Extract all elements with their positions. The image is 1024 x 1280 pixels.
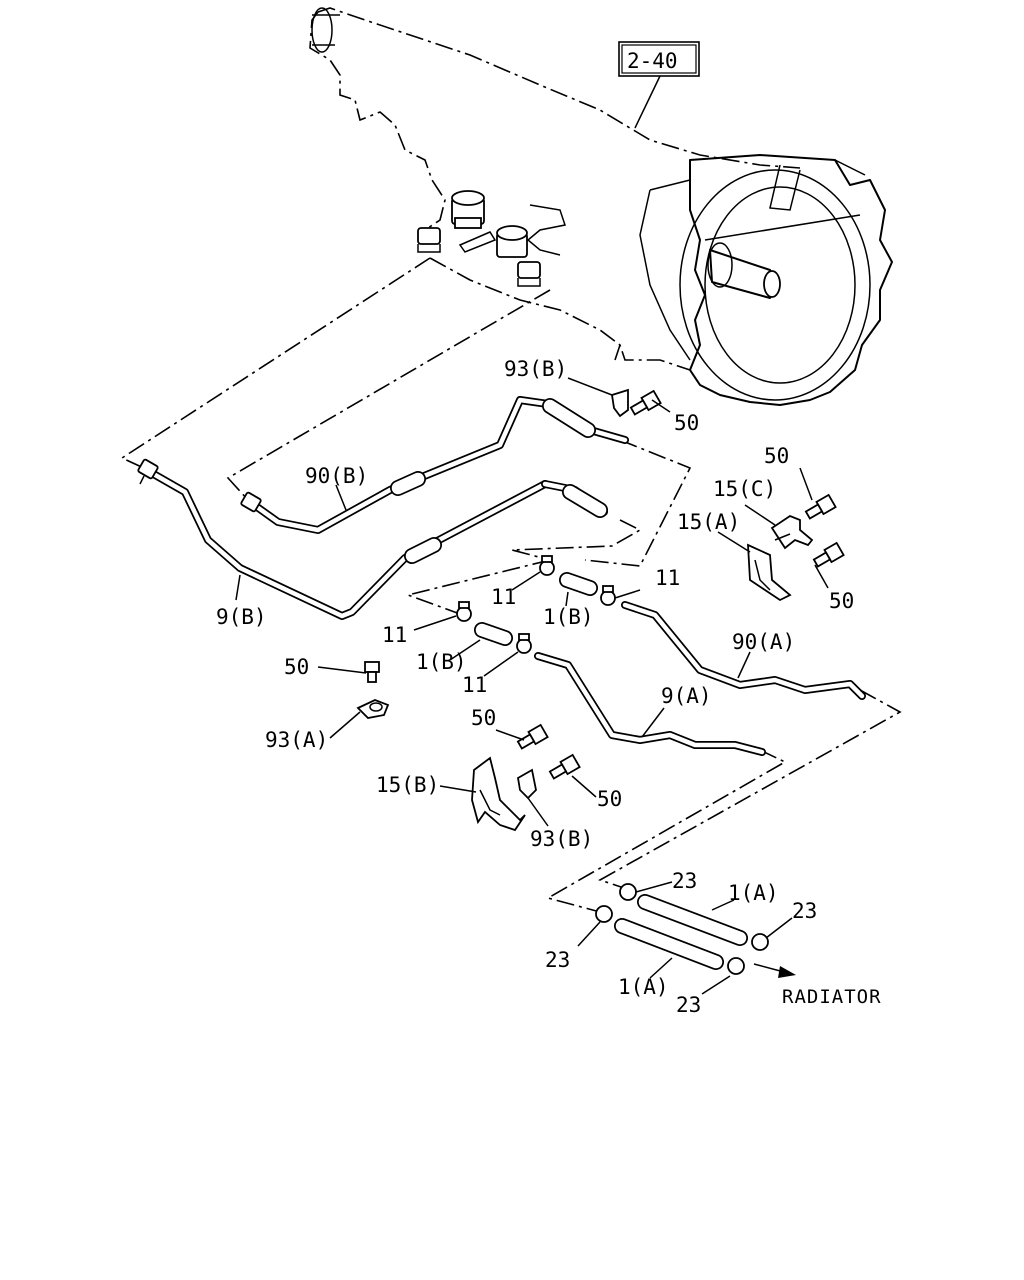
callout-15c: 15(C) xyxy=(713,477,776,501)
radiator-label: RADIATOR xyxy=(782,986,882,1008)
bracket-15c xyxy=(770,514,814,550)
hose-1a-upper xyxy=(637,894,748,946)
clamps-11 xyxy=(456,555,616,654)
callout-11-b: 11 xyxy=(655,566,680,590)
callout-15b: 15(B) xyxy=(376,773,439,797)
callout-50-d: 50 xyxy=(284,655,309,679)
callout-93b-top: 93(B) xyxy=(504,357,567,381)
transmission-assembly xyxy=(309,7,893,406)
callout-15a: 15(A) xyxy=(677,510,740,534)
callout-9a: 9(A) xyxy=(661,684,712,708)
callout-11-c: 11 xyxy=(382,623,407,647)
callout-50-a: 50 xyxy=(674,411,699,435)
callout-50-c: 50 xyxy=(829,589,854,613)
callout-50-f: 50 xyxy=(597,787,622,811)
pipe-90b xyxy=(240,396,629,534)
reference-box: 2-40 xyxy=(618,41,700,129)
callout-23-c: 23 xyxy=(545,948,570,972)
hose-1b-lower xyxy=(474,622,513,646)
callout-9b: 9(B) xyxy=(216,605,267,629)
callout-11-a: 11 xyxy=(491,585,516,609)
callout-1a-a: 1(A) xyxy=(728,881,779,905)
callout-leaders xyxy=(235,377,829,995)
arrow-to-radiator: RADIATOR xyxy=(753,963,882,1008)
callout-93a: 93(A) xyxy=(265,728,328,752)
callout-11-d: 11 xyxy=(462,673,487,697)
callout-23-b: 23 xyxy=(792,899,817,923)
clip-93b-bottom xyxy=(517,768,537,800)
callout-23-d: 23 xyxy=(676,993,701,1017)
callout-1a-b: 1(A) xyxy=(618,975,669,999)
callout-50-b: 50 xyxy=(764,444,789,468)
bracket-15b xyxy=(471,756,526,832)
callout-23-a: 23 xyxy=(672,869,697,893)
callout-1b-b: 1(B) xyxy=(416,650,467,674)
pipe-9b xyxy=(137,458,608,620)
bolts-50 xyxy=(364,389,845,780)
clip-93a xyxy=(356,699,390,719)
reference-box-label: 2-40 xyxy=(627,49,678,73)
bracket-15a xyxy=(747,543,792,602)
callout-labels: 93(B) 50 90(B) 50 15(C) 15(A) 50 11 1(B)… xyxy=(216,357,854,1017)
clip-93b-top xyxy=(610,388,629,418)
callout-93b-bottom: 93(B) xyxy=(530,827,593,851)
hose-1b-upper xyxy=(559,572,598,596)
clamps-23 xyxy=(595,883,769,975)
callout-1b-a: 1(B) xyxy=(543,605,594,629)
leader-lines xyxy=(120,257,902,913)
pipe-90a xyxy=(621,601,866,700)
cooler-port-fittings xyxy=(417,190,566,287)
hose-1a-lower xyxy=(614,918,724,970)
callout-90b: 90(B) xyxy=(305,464,368,488)
callout-50-e: 50 xyxy=(471,706,496,730)
callout-90a: 90(A) xyxy=(732,630,795,654)
pipe-9a xyxy=(534,652,766,756)
